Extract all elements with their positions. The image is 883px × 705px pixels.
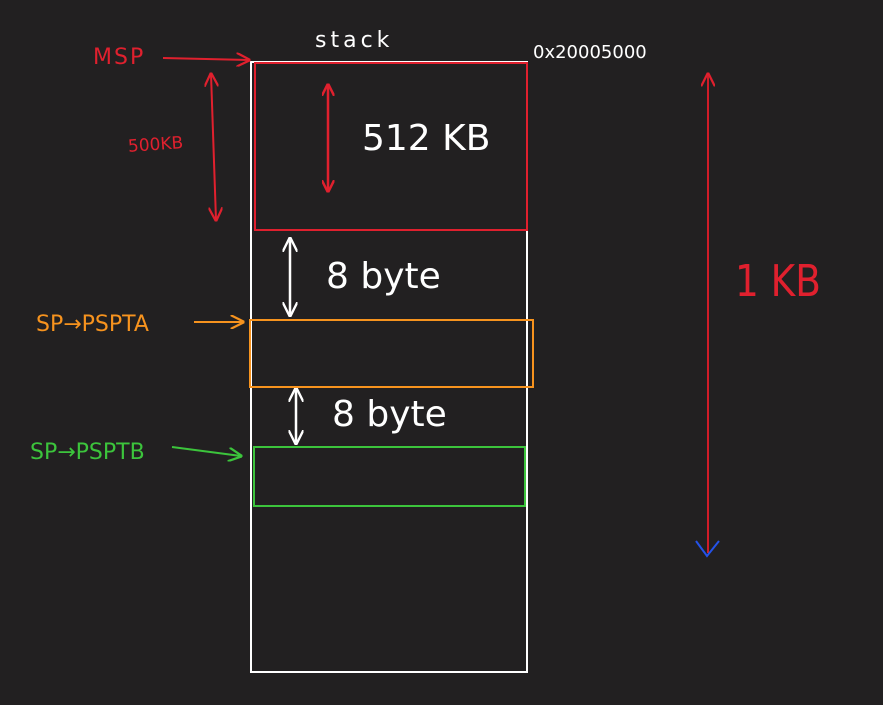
msp-size-arrow xyxy=(211,74,216,220)
total-size-label: 1 KB xyxy=(735,256,821,307)
stack-address: 0x20005000 xyxy=(533,42,647,63)
gap-b-label: 8 byte xyxy=(332,394,447,435)
task-b-region xyxy=(253,446,526,507)
msp-size-label: 500KB xyxy=(127,133,184,157)
task-a-region xyxy=(249,319,534,388)
msp-block-label: 512 KB xyxy=(362,118,491,159)
msp-region xyxy=(254,62,528,231)
gap-a-label: 8 byte xyxy=(326,256,441,297)
total-size-arrow-bottom-tip xyxy=(695,540,720,558)
msp-label: MSP xyxy=(93,45,146,70)
msp-pointer-arrow xyxy=(162,58,249,60)
task-b-pointer-arrow xyxy=(171,446,241,456)
task-a-pointer-label: SP→PSPTA xyxy=(36,312,149,337)
task-b-pointer-label: SP→PSPTB xyxy=(30,440,145,465)
stack-title: stack xyxy=(315,28,394,53)
